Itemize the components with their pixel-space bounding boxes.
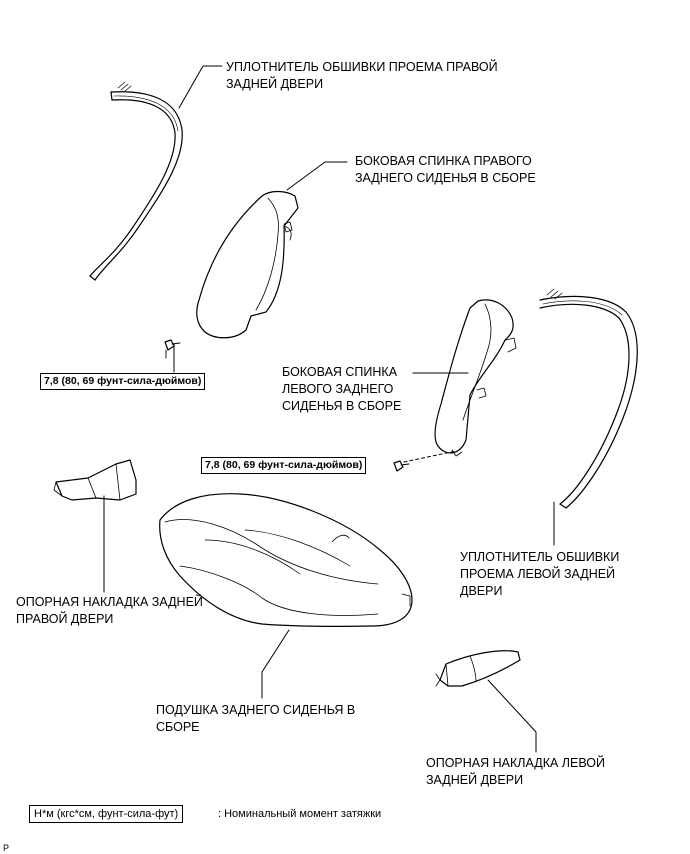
- label-left-weatherstrip: УПЛОТНИТЕЛЬ ОБШИВКИ ПРОЕМА ЛЕВОЙ ЗАДНЕЙ …: [460, 550, 620, 598]
- leader-lines: [103, 65, 555, 753]
- label-left-side-back: БОКОВАЯ СПИНКА ЛЕВОГО ЗАДНЕГО СИДЕНЬЯ В …: [282, 365, 402, 413]
- right-side-back-part: [196, 190, 299, 339]
- left-bolt: [393, 460, 410, 472]
- left-side-back-part: [434, 299, 517, 457]
- label-right-side-back: БОКОВАЯ СПИНКА ПРАВОГО ЗАДНЕГО СИДЕНЬЯ В…: [355, 154, 536, 185]
- label-seat-cushion: ПОДУШКА ЗАДНЕГО СИДЕНЬЯ В СБОРЕ: [156, 703, 356, 734]
- torque-spec-left: 7,8 (80, 69 фунт-сила-дюймов): [201, 457, 367, 474]
- legend-unit-box: Н*м (кгс*см, фунт-сила-фут): [29, 805, 184, 823]
- legend-description: : Номинальный момент затяжки: [218, 808, 382, 820]
- left-weatherstrip-part: [539, 288, 638, 509]
- right-bolt: [164, 339, 181, 359]
- right-scuff-plate-part: [53, 459, 137, 501]
- label-left-scuff-plate: ОПОРНАЯ НАКЛАДКА ЛЕВОЙ ЗАДНЕЙ ДВЕРИ: [426, 756, 605, 787]
- label-right-scuff-plate: ОПОРНАЯ НАКЛАДКА ЗАДНЕЙ ПРАВОЙ ДВЕРИ: [16, 595, 203, 626]
- torque-spec-right: 7,8 (80, 69 фунт-сила-дюймов): [40, 373, 206, 390]
- label-right-weatherstrip: УПЛОТНИТЕЛЬ ОБШИВКИ ПРОЕМА ПРАВОЙ ЗАДНЕЙ…: [226, 60, 498, 91]
- corner-mark: P: [3, 843, 10, 853]
- seat-cushion-part: [159, 493, 413, 627]
- right-weatherstrip-part: [89, 81, 183, 281]
- left-scuff-plate-part: [435, 650, 521, 687]
